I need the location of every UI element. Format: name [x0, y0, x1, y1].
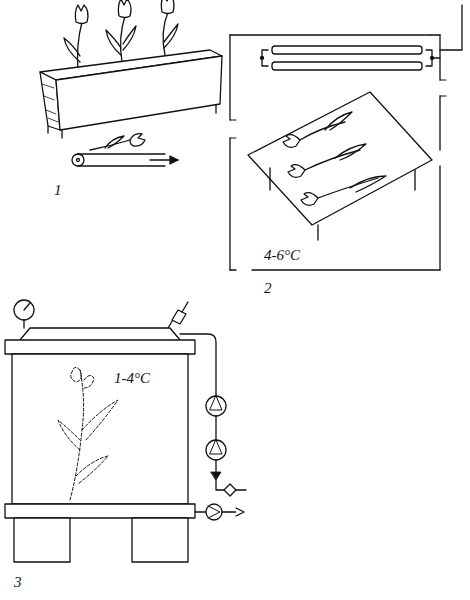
- panel-number: 1: [52, 182, 64, 199]
- plant-outline: [58, 367, 118, 500]
- temperature-label: 4-6°C: [262, 247, 302, 264]
- tulip-table: [248, 92, 432, 240]
- lamp-tubes: [261, 46, 441, 70]
- temperature-label: 1-4°C: [112, 370, 152, 387]
- cold-chamber: [230, 5, 462, 270]
- relief-valve: [168, 302, 188, 328]
- pressure-vessel: [5, 328, 195, 562]
- panel-number: 3: [12, 574, 24, 591]
- panel-number: 2: [262, 280, 274, 297]
- conveyor-belt: [72, 134, 178, 166]
- pressure-gauge: [14, 300, 34, 328]
- tulip-trough: [40, 0, 222, 138]
- pump-line: [180, 334, 246, 520]
